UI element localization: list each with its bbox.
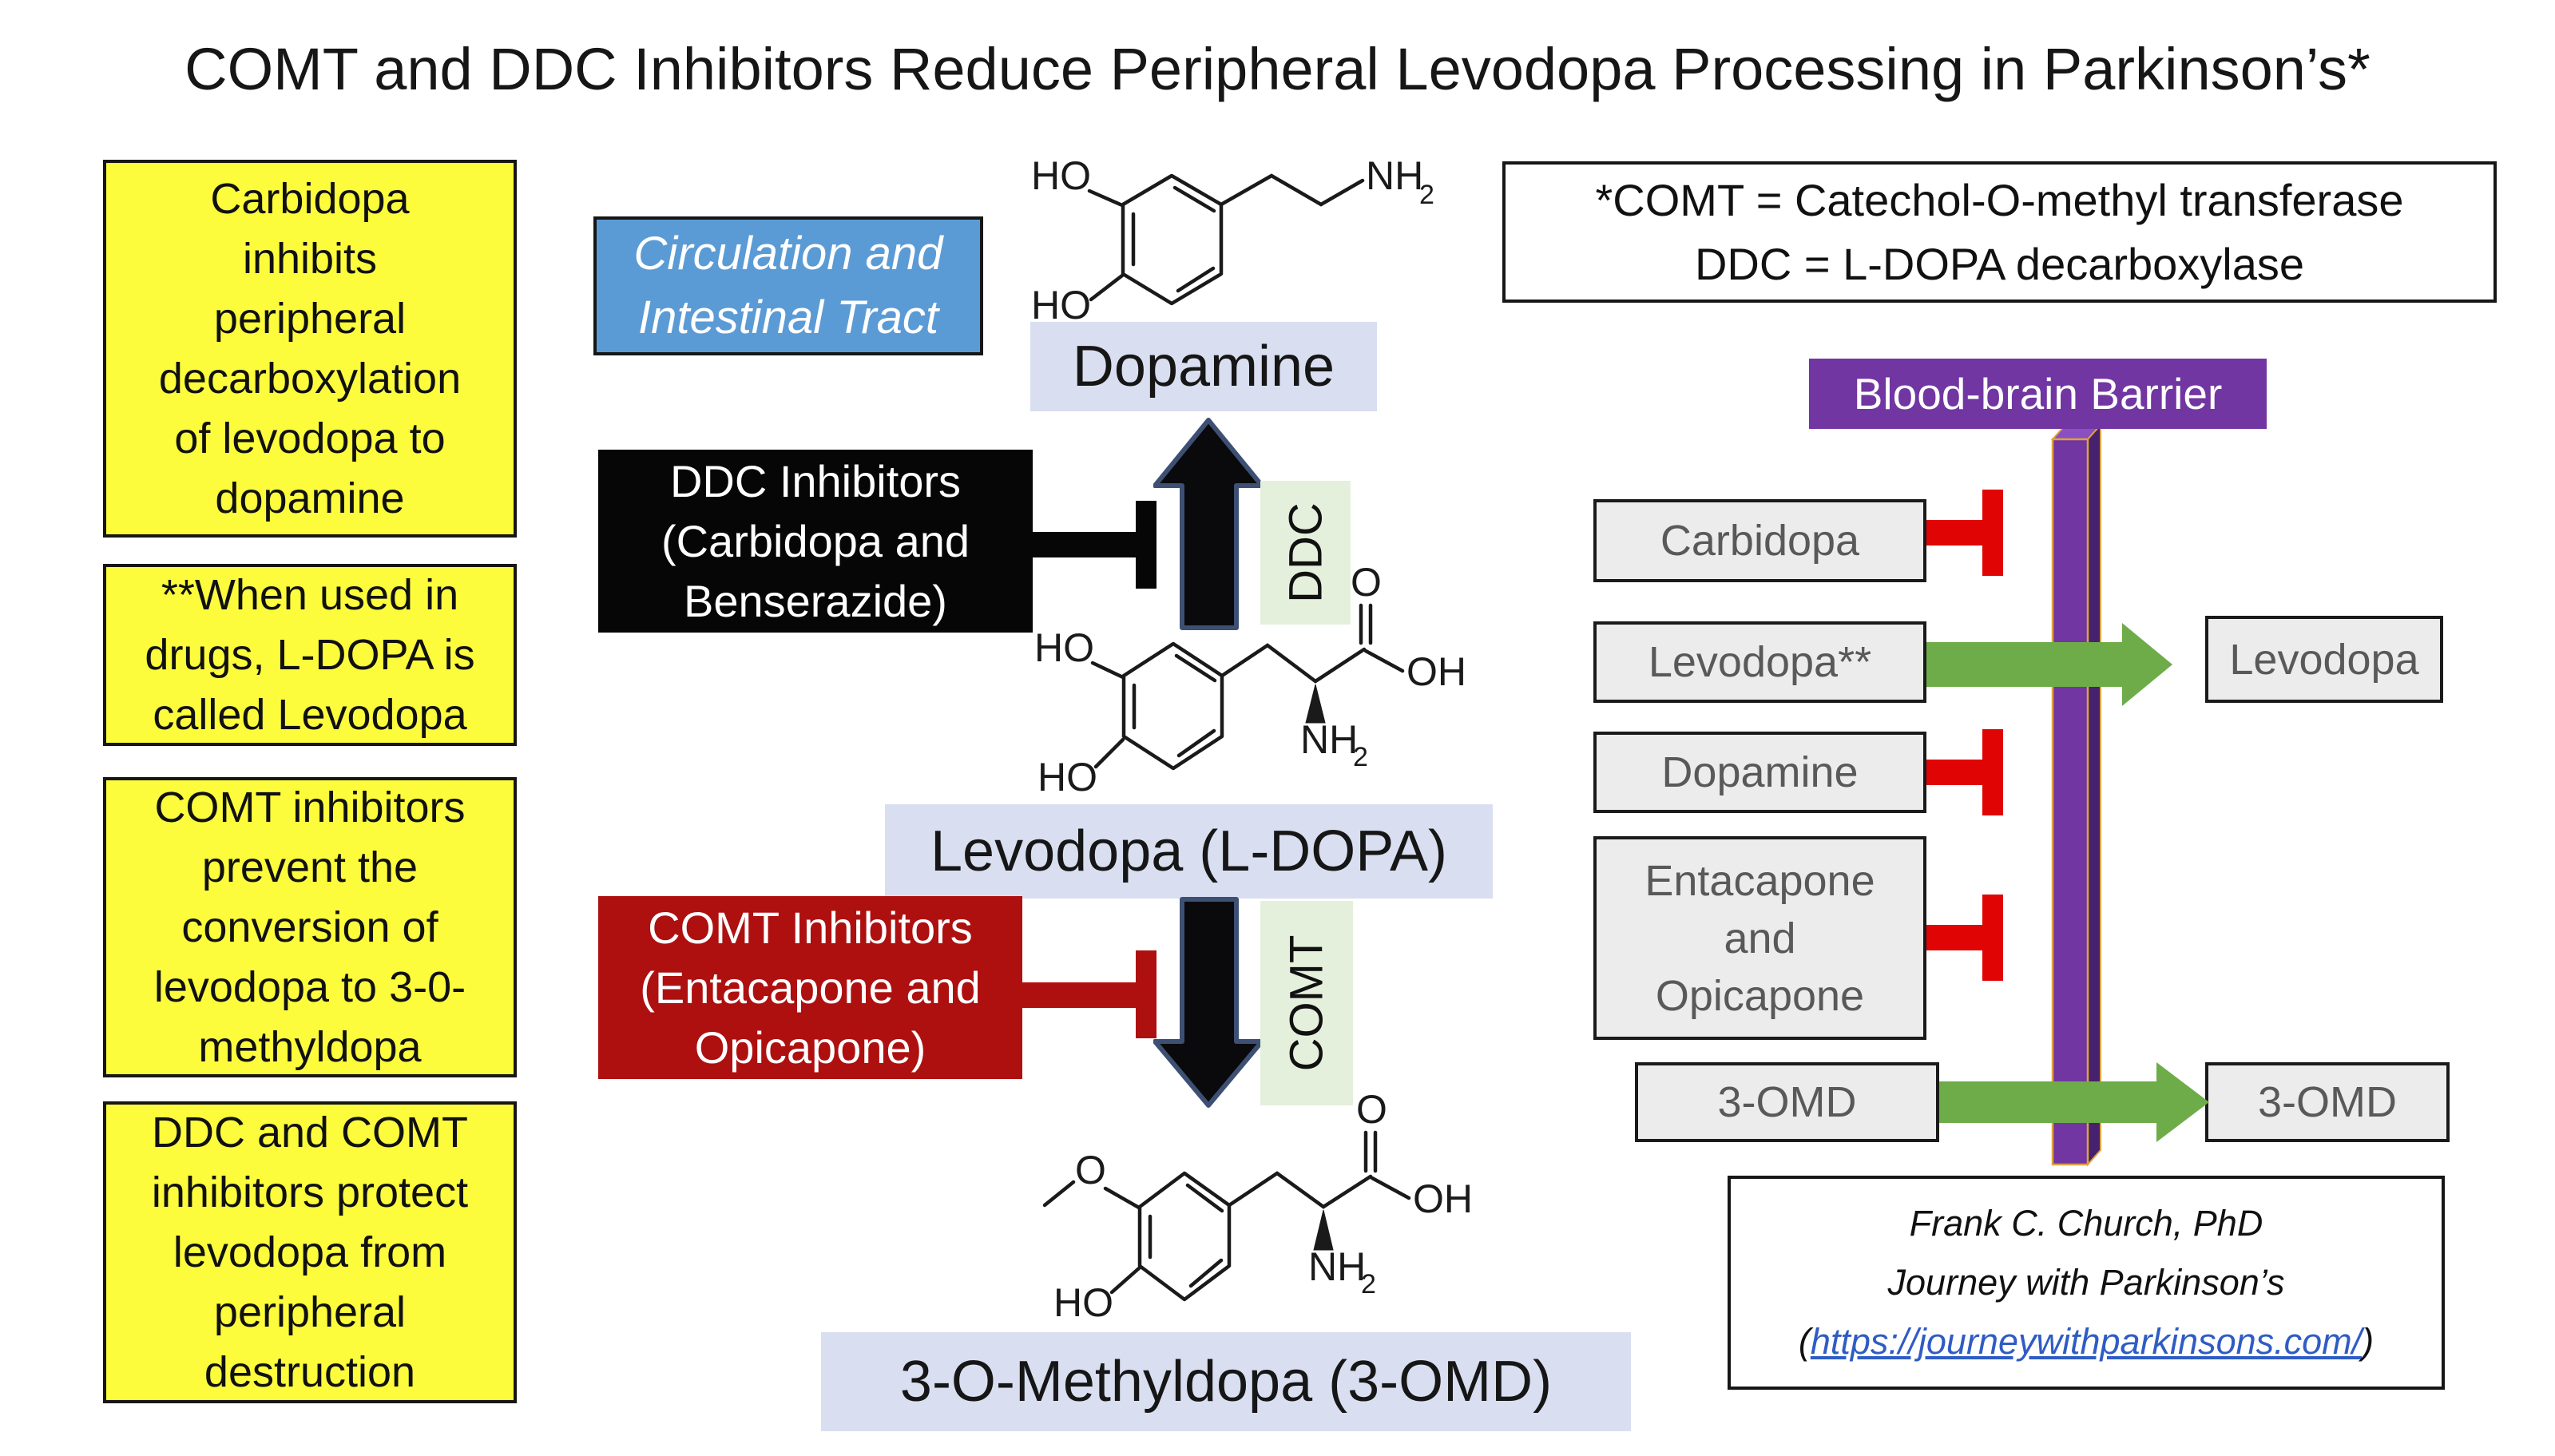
benzene-ring: [1137, 1171, 1232, 1302]
levodopa-crossing-arrow: [1926, 623, 2172, 706]
atom-label-ho-bottom: HO: [1031, 283, 1091, 327]
carbidopa-blocked-tbar-shaft: [1926, 520, 1982, 546]
dopamine-label: Dopamine: [1030, 322, 1377, 411]
paren-open: (: [1798, 1321, 1811, 1362]
definitions-box: *COMT = Catechol-O-methyl transferase DD…: [1502, 161, 2497, 303]
dopamine-blocked-tbar-head: [1982, 729, 2003, 815]
page-title: COMT and DDC Inhibitors Reduce Periphera…: [184, 36, 2371, 102]
note-ldopa-naming: **When used in drugs, L-DOPA is called L…: [103, 564, 517, 746]
entacapone-blocked-tbar-head: [1982, 895, 2003, 981]
dopamine-structure: HO HO NH 2: [1031, 153, 1434, 327]
benzene-ring: [1121, 641, 1224, 771]
atom-label-ho-bottom: HO: [1037, 755, 1097, 799]
atom-label-ho-top: HO: [1034, 625, 1094, 670]
barrier-box-entacapone-opicapone: Entacapone and Opicapone: [1593, 836, 1926, 1040]
barrier-box-levodopa-left: Levodopa**: [1593, 621, 1926, 703]
atom-label-nh: NH: [1308, 1244, 1366, 1289]
dopamine-blocked-tbar-shaft: [1926, 760, 1982, 785]
paren-close: ): [2362, 1321, 2374, 1362]
omd-structure: O HO O OH NH 2: [1042, 1087, 1473, 1325]
comt-inhibition-tbar-shaft: [1020, 982, 1136, 1008]
omd-label: 3-O-Methyldopa (3-OMD): [821, 1332, 1631, 1431]
barrier-box-carbidopa: Carbidopa: [1593, 499, 1926, 582]
definition-comt: *COMT = Catechol-O-methyl transferase: [1595, 174, 2404, 225]
atom-label-ho-top: HO: [1031, 153, 1091, 198]
blood-brain-barrier-header: Blood-brain Barrier: [1809, 359, 2267, 429]
note-carbidopa-inhibits: Carbidopa inhibits peripheral decarboxyl…: [103, 160, 517, 538]
levodopa-ldopa-label: Levodopa (L-DOPA): [885, 804, 1493, 899]
comt-inhibitors-box: COMT Inhibitors (Entacapone and Opicapon…: [598, 896, 1022, 1079]
ddc-enzyme-label: DDC: [1260, 481, 1351, 625]
atom-label-nh-sub: 2: [1419, 180, 1434, 210]
atom-label-ho-bottom: HO: [1053, 1280, 1113, 1325]
comt-inhibition-tbar-head: [1136, 950, 1156, 1038]
ddc-reaction-up-arrow: [1153, 418, 1264, 630]
atom-label-methoxy-o: O: [1075, 1148, 1106, 1192]
attribution-site: Journey with Parkinson’s: [1887, 1262, 2285, 1303]
barrier-box-dopamine: Dopamine: [1593, 732, 1926, 813]
note-ddc-comt-protect: DDC and COMT inhibitors protect levodopa…: [103, 1101, 517, 1403]
ddc-inhibitors-box: DDC Inhibitors (Carbidopa and Benserazid…: [598, 450, 1033, 633]
atom-label-nh: NH: [1300, 717, 1358, 762]
barrier-box-omd-left: 3-OMD: [1635, 1062, 1939, 1142]
barrier-box-omd-right: 3-OMD: [2205, 1062, 2450, 1142]
attribution-url-link[interactable]: https://journeywithparkinsons.com/: [1810, 1321, 2363, 1362]
levodopa-structure: HO HO O OH NH 2: [1034, 560, 1466, 799]
atom-label-nh-sub: 2: [1353, 742, 1368, 772]
ddc-inhibition-tbar-shaft: [1033, 532, 1136, 557]
omd-crossing-arrow: [1939, 1062, 2209, 1142]
atom-label-carbonyl-o: O: [1356, 1087, 1387, 1132]
attribution-box: Frank C. Church, PhD Journey with Parkin…: [1728, 1176, 2445, 1390]
atom-label-nh-sub: 2: [1361, 1269, 1376, 1299]
atom-label-nh: NH: [1366, 153, 1423, 198]
benzene-ring: [1121, 173, 1224, 306]
definition-ddc: DDC = L-DOPA decarboxylase: [1694, 238, 2305, 289]
circulation-intestinal-tract-box: Circulation and Intestinal Tract: [593, 216, 983, 355]
entacapone-blocked-tbar-shaft: [1926, 925, 1982, 950]
comt-enzyme-label: COMT: [1260, 901, 1353, 1105]
atom-label-oh: OH: [1406, 649, 1466, 694]
attribution-url-line: (https://journeywithparkinsons.com/): [1799, 1312, 2374, 1371]
attribution-author: Frank C. Church, PhD: [1909, 1203, 2263, 1244]
carbidopa-blocked-tbar-head: [1982, 490, 2003, 576]
barrier-box-levodopa-right: Levodopa: [2205, 616, 2443, 703]
atom-label-carbonyl-o: O: [1351, 560, 1382, 605]
comt-reaction-down-arrow: [1153, 897, 1264, 1108]
ddc-inhibition-tbar-head: [1136, 501, 1156, 589]
blood-brain-barrier-column: [2050, 423, 2103, 1167]
note-comt-inhibitors: COMT inhibitors prevent the conversion o…: [103, 777, 517, 1077]
atom-label-oh: OH: [1413, 1176, 1473, 1221]
